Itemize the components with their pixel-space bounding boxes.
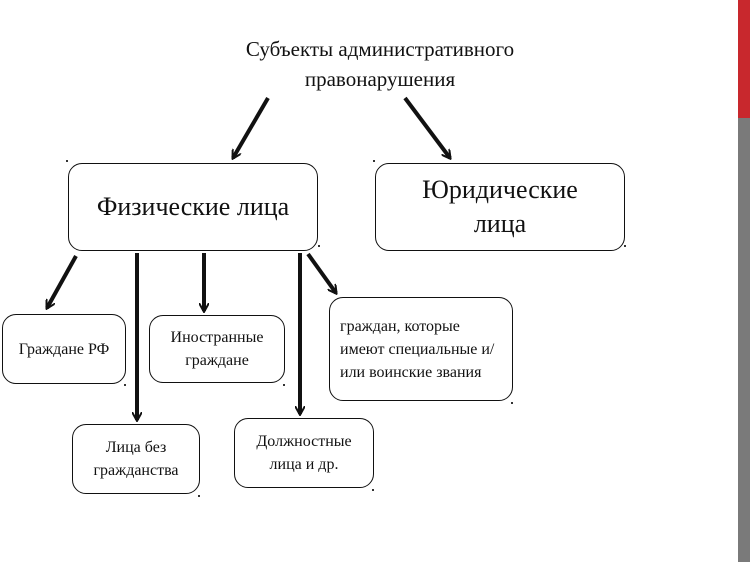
accent-bar-red: [738, 0, 750, 118]
corner-mark: [318, 245, 320, 247]
corner-mark: [624, 245, 626, 247]
accent-bar-gray: [738, 118, 750, 562]
corner-mark: [373, 160, 375, 162]
corner-mark: [283, 384, 285, 386]
corner-mark: [124, 384, 126, 386]
foreign-citizens-box: Иностранные граждане: [149, 315, 285, 383]
legal-entities-label: Юридические лица: [422, 175, 578, 238]
foreign-citizens-label: Иностранные граждане: [170, 329, 264, 369]
legal-entities-box: Юридические лица: [375, 163, 625, 251]
arrow-to-citizens-rf: [45, 255, 78, 308]
special-ranks-label: граждан, которые имеют специальные и/или…: [340, 317, 495, 381]
citizens-rf-label: Граждане РФ: [18, 340, 110, 358]
corner-mark: [511, 402, 513, 404]
arrow-to-physical: [231, 96, 270, 158]
stateless-persons-box: Лица без гражданства: [72, 424, 200, 494]
arrow-to-special: [306, 252, 336, 293]
corner-mark: [66, 160, 68, 162]
corner-mark: [372, 489, 374, 491]
arrow-to-legal: [403, 96, 450, 158]
corner-mark: [198, 495, 200, 497]
officials-box: Должностные лица и др.: [234, 418, 374, 488]
physical-persons-box: Физические лица: [68, 163, 318, 251]
citizens-rf-box: Граждане РФ: [2, 314, 126, 384]
special-ranks-box: граждан, которые имеют специальные и/или…: [329, 297, 513, 401]
stateless-persons-label: Лица без гражданства: [93, 439, 179, 479]
officials-label: Должностные лица и др.: [256, 433, 352, 473]
diagram-title: Субъекты административного правонарушени…: [245, 37, 515, 91]
physical-persons-label: Физические лица: [96, 192, 290, 221]
